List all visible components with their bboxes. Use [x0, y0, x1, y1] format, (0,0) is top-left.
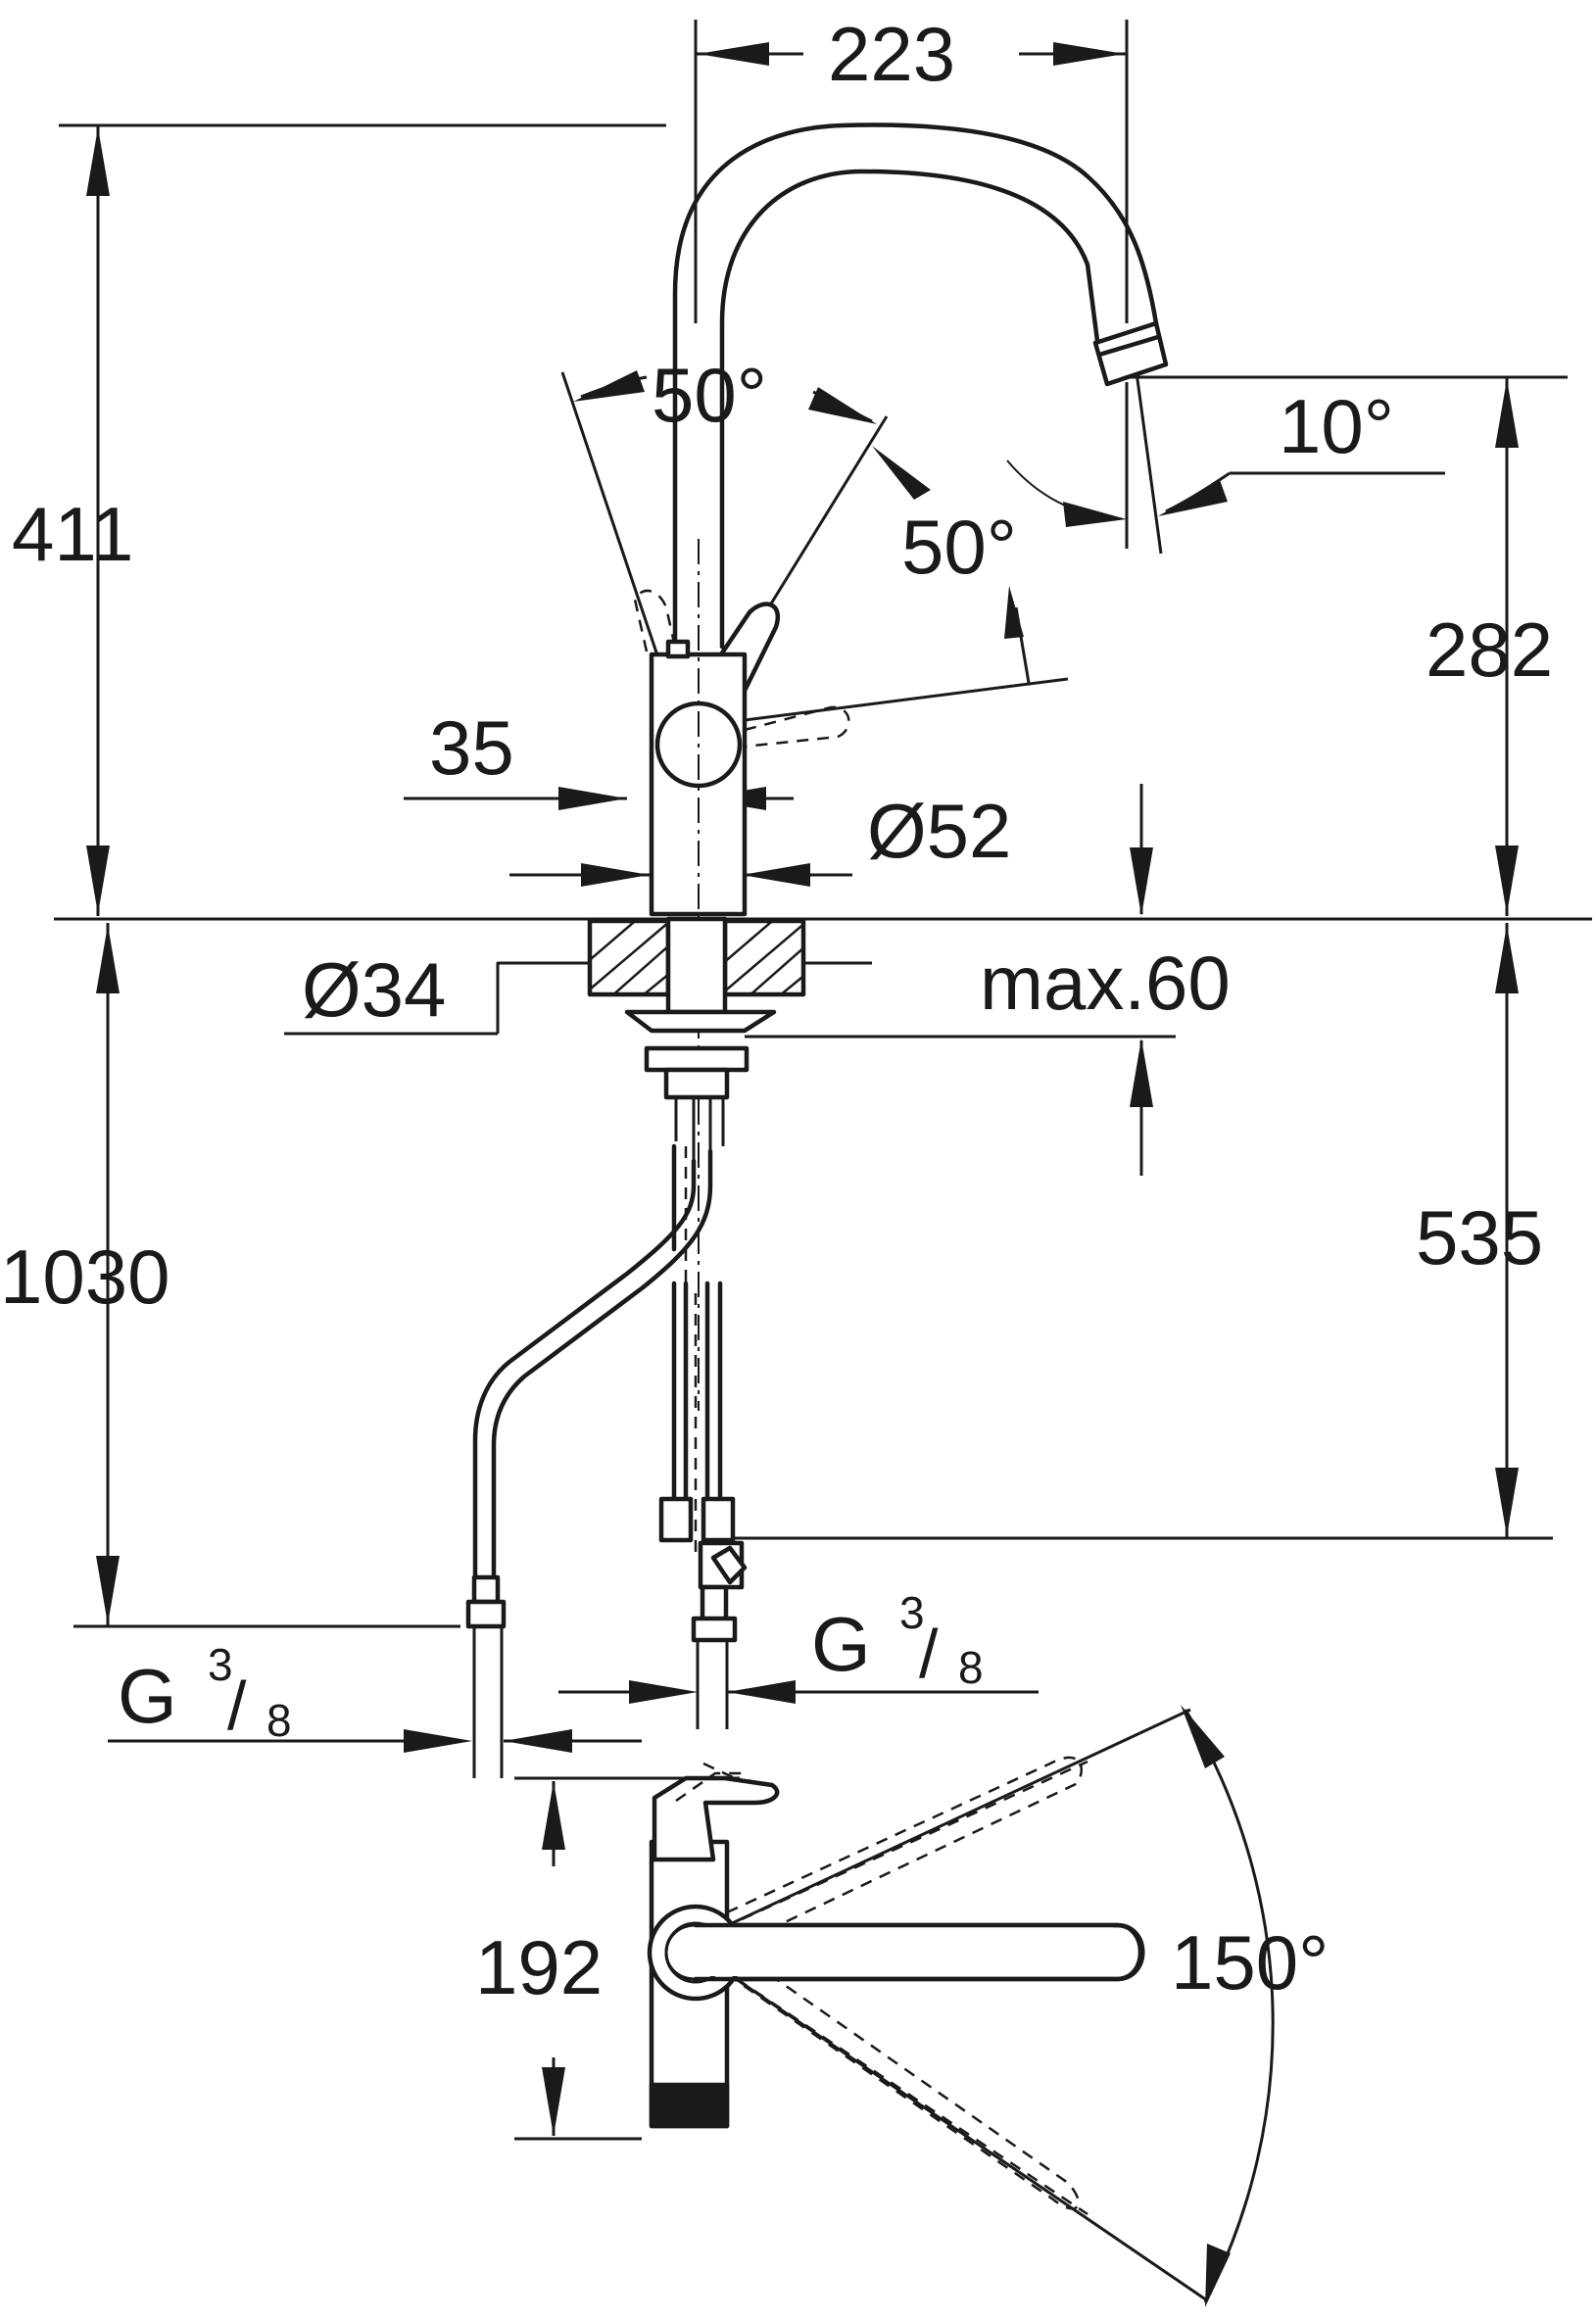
supply-hoses [465, 1143, 748, 1778]
svg-text:/: / [227, 1668, 247, 1744]
dim-spout-angle: 10° [1279, 383, 1394, 469]
mounting-hardware [587, 916, 806, 1161]
thread-left-main: G [118, 1653, 177, 1739]
thread-left-num: 3 [208, 1639, 233, 1690]
svg-text:/: / [919, 1616, 939, 1692]
dim-total-height: 411 [12, 491, 133, 577]
dimension-labels: 223 411 282 10° 50° 50° 35 Ø52 Ø34 max.6… [0, 11, 1553, 2010]
dim-spout-height: 282 [1426, 606, 1553, 693]
faucet-body [633, 539, 850, 1411]
dim-max-counter: max.60 [980, 940, 1231, 1026]
top-view [647, 1705, 1275, 2307]
dim-lever-length: 192 [475, 1924, 603, 2010]
lever-angle-lines [560, 370, 1069, 722]
dimension-lines [54, 20, 1592, 2141]
dim-body-diameter: Ø52 [867, 788, 1011, 874]
dim-hose-height: 535 [1416, 1194, 1543, 1281]
spout [672, 122, 1169, 650]
dim-body-offset: 35 [429, 704, 514, 791]
dim-hole-diameter: Ø34 [302, 946, 446, 1033]
thread-right-num: 3 [899, 1587, 925, 1638]
thread-right-label: G 3 / 8 [811, 1587, 984, 1693]
dim-spout-reach: 223 [828, 11, 955, 97]
thread-right-main: G [811, 1601, 871, 1687]
dim-lever-angle-left: 50° [652, 352, 767, 438]
thread-right-den: 8 [958, 1642, 984, 1693]
thread-left-label: G 3 / 8 [118, 1639, 292, 1746]
dim-hose-length: 1030 [0, 1233, 170, 1320]
dim-swivel-angle: 150° [1171, 1919, 1329, 2006]
thread-left-den: 8 [266, 1695, 292, 1746]
dim-lever-angle-right: 50° [901, 504, 1017, 590]
